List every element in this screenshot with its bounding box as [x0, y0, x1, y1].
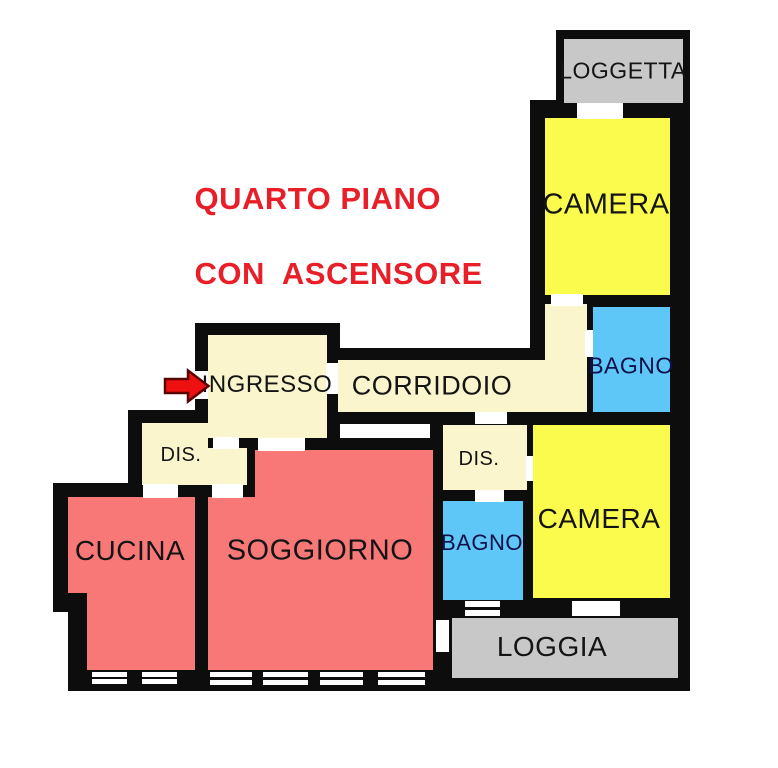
room-loggetta — [564, 39, 683, 103]
room-label-ingresso: INGRESSO — [201, 371, 333, 398]
door-sogg-loggia — [436, 620, 449, 652]
door-corr-dis2 — [475, 412, 507, 424]
room-label-camera-2: CAMERA — [537, 503, 661, 534]
door-dis-sogg — [212, 484, 243, 498]
room-label-dis-1: DIS. — [160, 444, 202, 466]
plan-title: QUARTO PIANO CON ASCENSORE — [158, 142, 483, 331]
room-label-cucina: CUCINA — [74, 535, 186, 566]
door-bagno-top — [585, 330, 593, 357]
window-cucina-1 — [92, 672, 127, 684]
window-soggiorno-3 — [320, 672, 363, 685]
room-bagno-2 — [443, 501, 523, 600]
door-camera2-loggia — [572, 601, 620, 616]
room-label-dis-2: DIS. — [458, 448, 500, 470]
room-camera-2 — [533, 425, 670, 598]
door-dis2-camera2 — [526, 456, 533, 481]
room-loggia — [452, 618, 678, 678]
room-dis-2 — [443, 425, 527, 490]
window-bagno-2 — [465, 601, 500, 616]
window-soggiorno-4 — [378, 672, 425, 685]
room-camera-top — [545, 118, 670, 295]
room-cucina — [68, 497, 195, 593]
room-corridoio-leg — [545, 304, 587, 362]
room-label-camera-top: CAMERA — [542, 188, 670, 221]
door-dis-cucina — [143, 484, 178, 498]
window-soggiorno-2 — [263, 672, 308, 685]
room-label-loggetta: LOGGETTA — [559, 57, 687, 84]
plan-title-line1: QUARTO PIANO — [194, 180, 442, 216]
room-dis-1-ext — [208, 448, 247, 485]
room-ingresso — [208, 335, 327, 438]
wall-cutout — [40, 612, 68, 691]
room-label-corridoio: CORRIDOIO — [351, 370, 513, 401]
room-corridoio — [338, 360, 587, 412]
plan-title-line2: CON ASCENSORE — [194, 256, 483, 292]
door-camera-corridoio — [551, 294, 583, 306]
entry-arrow-icon — [163, 367, 211, 405]
window-soggiorno-1 — [210, 672, 252, 685]
room-bagno-top — [593, 307, 670, 412]
room-label-bagno-top: BAGNO — [588, 352, 674, 379]
room-cucina-ext — [87, 593, 195, 670]
door-dis2-bagno2 — [475, 490, 504, 502]
door-loggetta — [577, 103, 623, 119]
room-dis-1 — [142, 423, 208, 485]
room-soggiorno-ext — [208, 497, 255, 670]
door-ingresso-corr — [326, 363, 338, 394]
door-ingresso-sogg — [258, 438, 305, 451]
door-ingresso-dis — [213, 437, 239, 449]
room-label-bagno-2: BAGNO — [441, 530, 523, 555]
room-label-soggiorno: SOGGIORNO — [226, 534, 414, 567]
room-label-loggia: LOGGIA — [496, 631, 608, 662]
window-cucina-2 — [142, 672, 177, 684]
room-soggiorno — [255, 450, 433, 670]
